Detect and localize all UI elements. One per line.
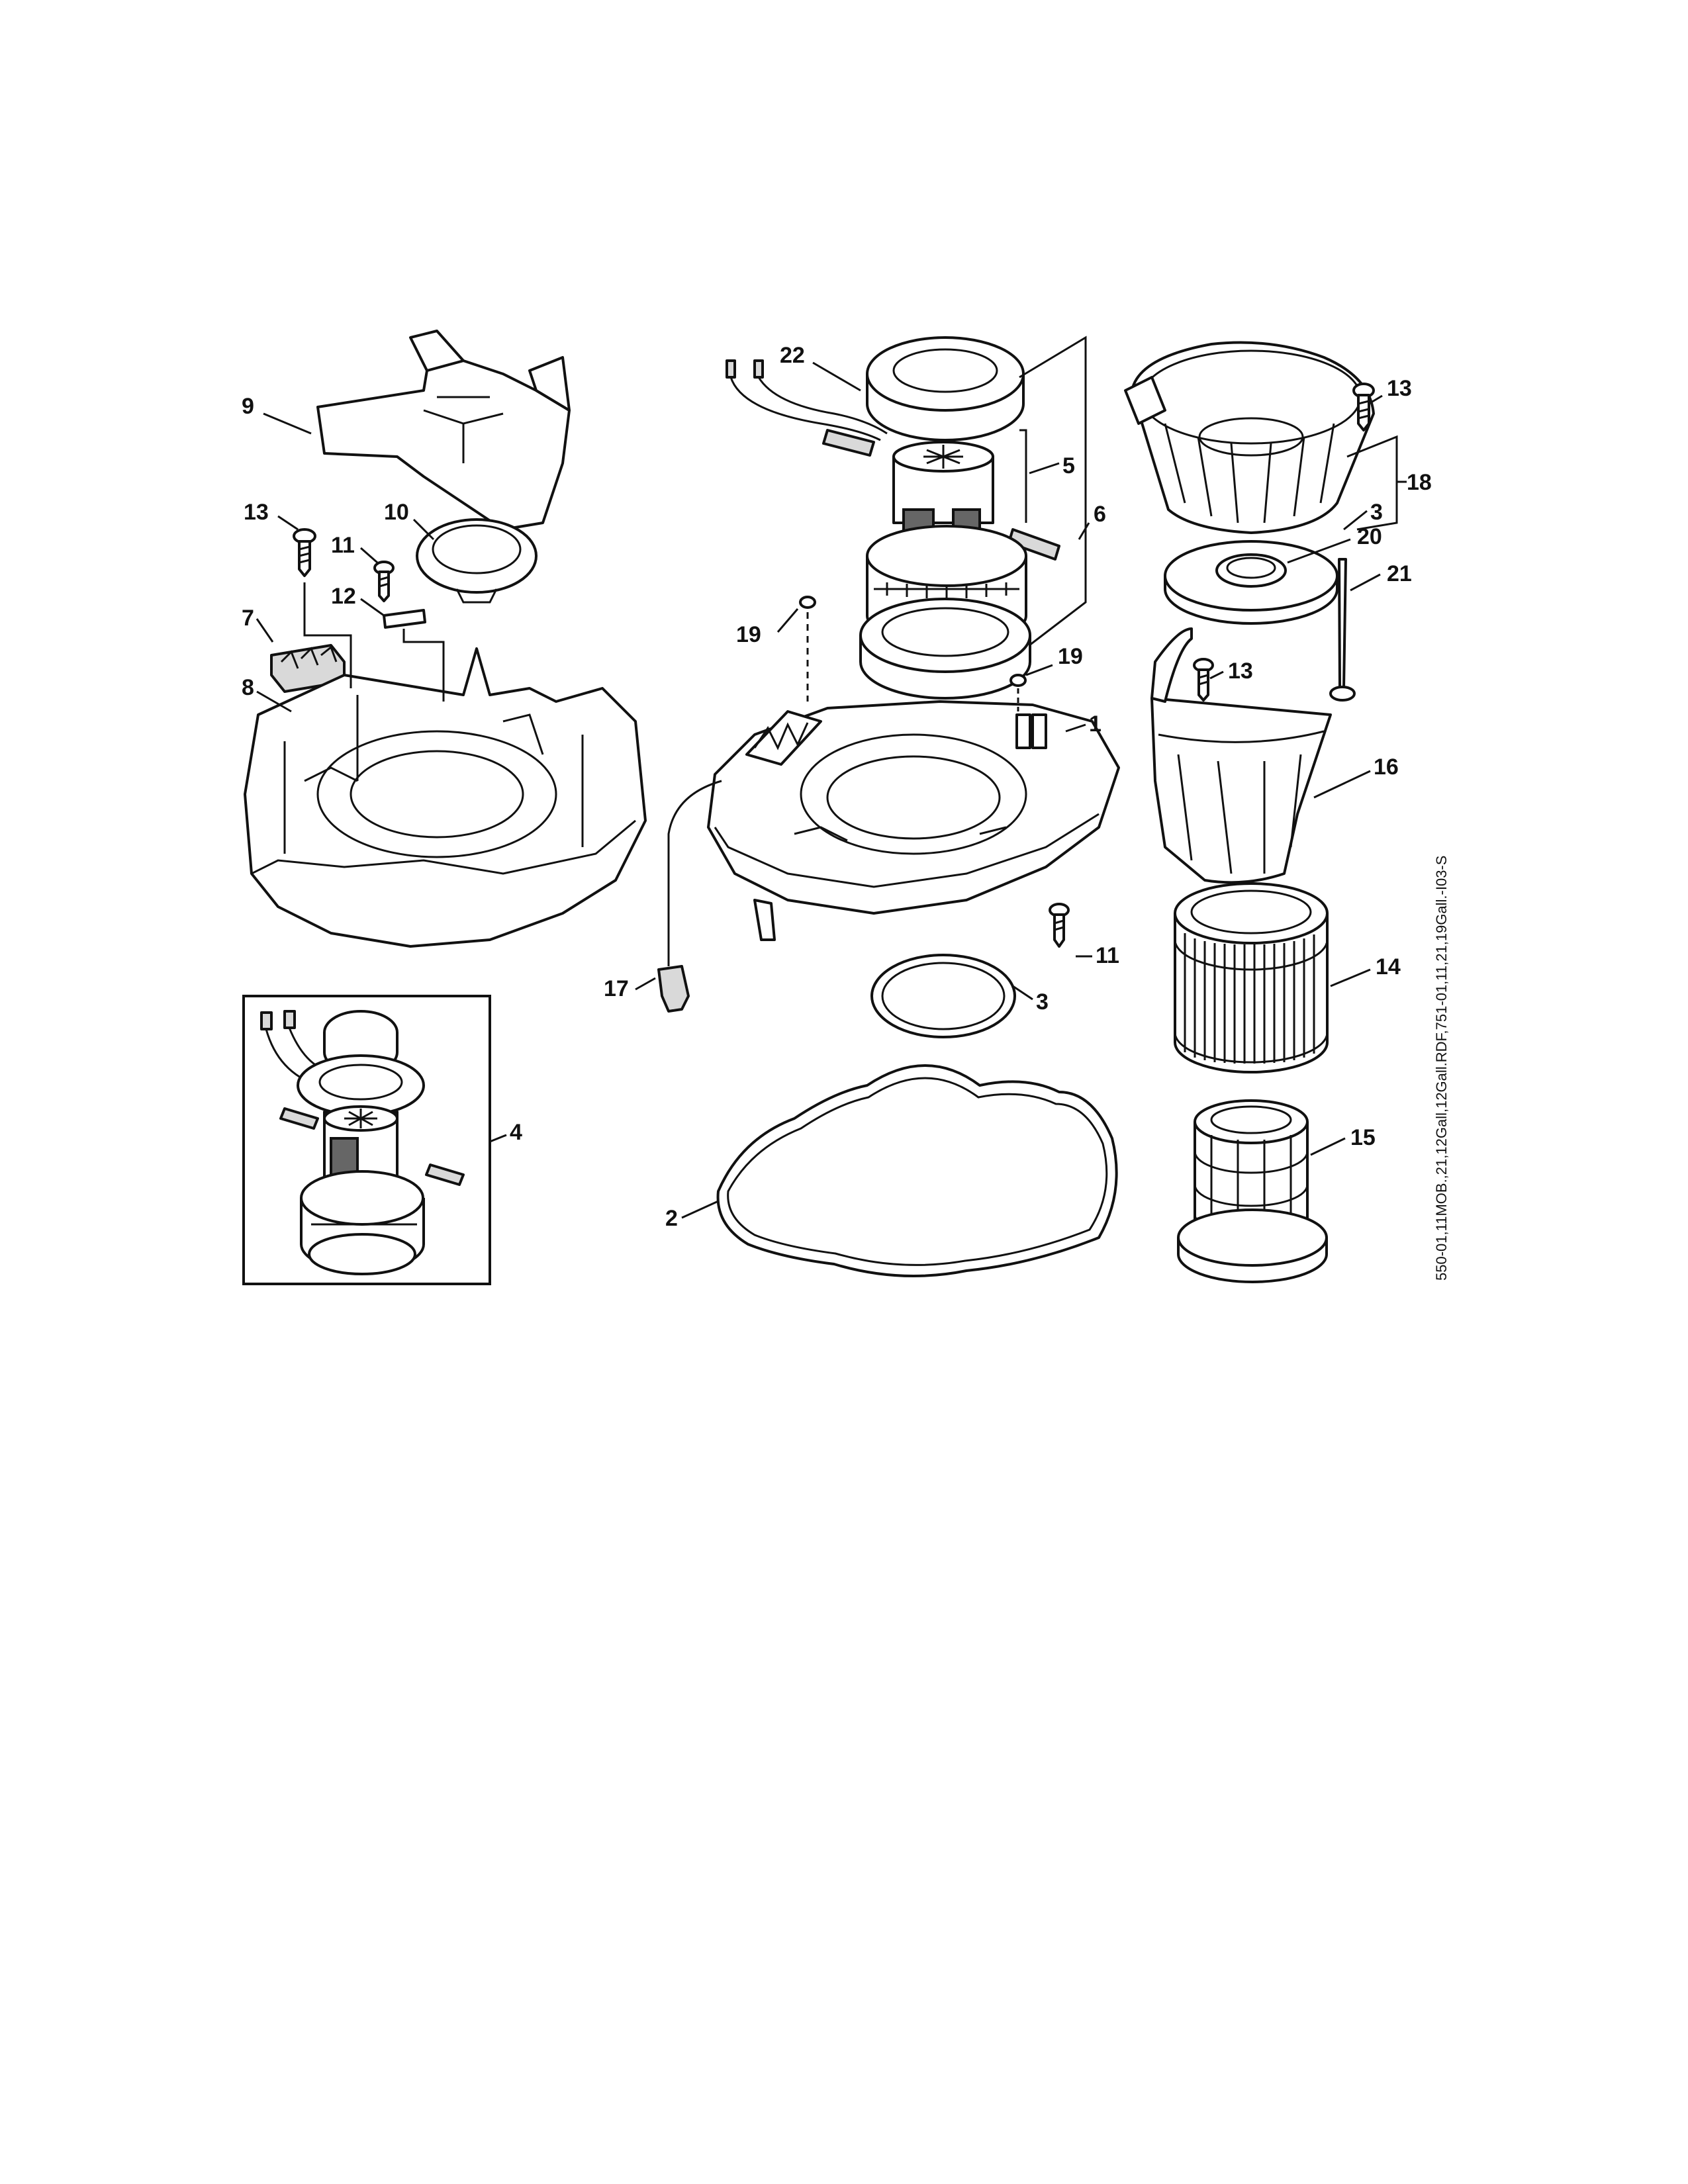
reference-code: 550-01,11MOB.,21,12Gall,12Gall.RDF,751-0… [1433, 856, 1450, 1281]
callout-labels: 9 13 10 11 12 7 8 22 5 6 19 19 1 11 17 3… [242, 343, 1432, 1231]
part-5-wiring [726, 359, 888, 441]
callout-13: 13 [1228, 659, 1253, 684]
callout-15: 15 [1350, 1125, 1376, 1150]
callout-9: 9 [242, 394, 254, 419]
part-19-orings [799, 596, 1027, 687]
part-13-screw-left [293, 528, 316, 577]
part-4-inset [242, 995, 491, 1285]
callout-22: 22 [780, 343, 805, 368]
part-13-screw-mid-right [1193, 658, 1214, 702]
callout-8: 8 [242, 675, 254, 700]
callout-3: 3 [1370, 500, 1383, 525]
part-8-housing [244, 647, 647, 948]
callout-19: 19 [736, 622, 761, 647]
part-9-deflector [316, 330, 571, 531]
part-11-screw-center [1049, 903, 1070, 948]
part-11-screw-left [373, 561, 395, 602]
part-1-head [707, 700, 1120, 941]
callout-3: 3 [1036, 989, 1049, 1015]
part-12-plate [383, 609, 426, 629]
part-15-filter-basket [1177, 1099, 1328, 1283]
callout-13: 13 [1387, 376, 1412, 401]
callout-20: 20 [1357, 524, 1382, 549]
leaders-center [635, 336, 1092, 1219]
part-20-filter-seal [1164, 540, 1338, 625]
callout-10: 10 [384, 500, 409, 525]
callout-6: 6 [1094, 502, 1106, 527]
part-10-ring [416, 518, 538, 604]
callout-7: 7 [242, 606, 254, 631]
leaders-right [1209, 394, 1407, 1156]
callout-12: 12 [331, 584, 356, 609]
callout-16: 16 [1374, 754, 1399, 780]
part-19-spring-axis [806, 612, 1019, 711]
callout-14: 14 [1376, 954, 1401, 979]
callout-11: 11 [331, 533, 355, 558]
leaders-left [256, 412, 445, 713]
callout-4: 4 [510, 1120, 522, 1145]
callout-1: 1 [1089, 711, 1102, 737]
part-2-gasket [716, 1064, 1118, 1277]
part-17-cable [657, 780, 722, 1013]
part-14-pleated-filter [1174, 882, 1329, 1073]
callout-17: 17 [604, 976, 629, 1001]
part-6-gasket [859, 598, 1031, 700]
part-16-filter-cover [1150, 627, 1332, 884]
part-13-screw-top-right [1352, 383, 1375, 432]
callout-19: 19 [1058, 644, 1083, 669]
leader-4 [489, 1134, 507, 1143]
callout-2: 2 [665, 1206, 678, 1231]
callout-21: 21 [1387, 561, 1412, 586]
part-22-seal [866, 336, 1025, 441]
part-18-upper-housing [1124, 341, 1375, 534]
callout-5: 5 [1062, 453, 1075, 478]
callout-11: 11 [1096, 943, 1119, 968]
callout-13: 13 [244, 500, 269, 525]
part-21-bolt [1329, 558, 1356, 702]
callout-18: 18 [1407, 470, 1432, 495]
part-3-ring-center [870, 954, 1016, 1038]
